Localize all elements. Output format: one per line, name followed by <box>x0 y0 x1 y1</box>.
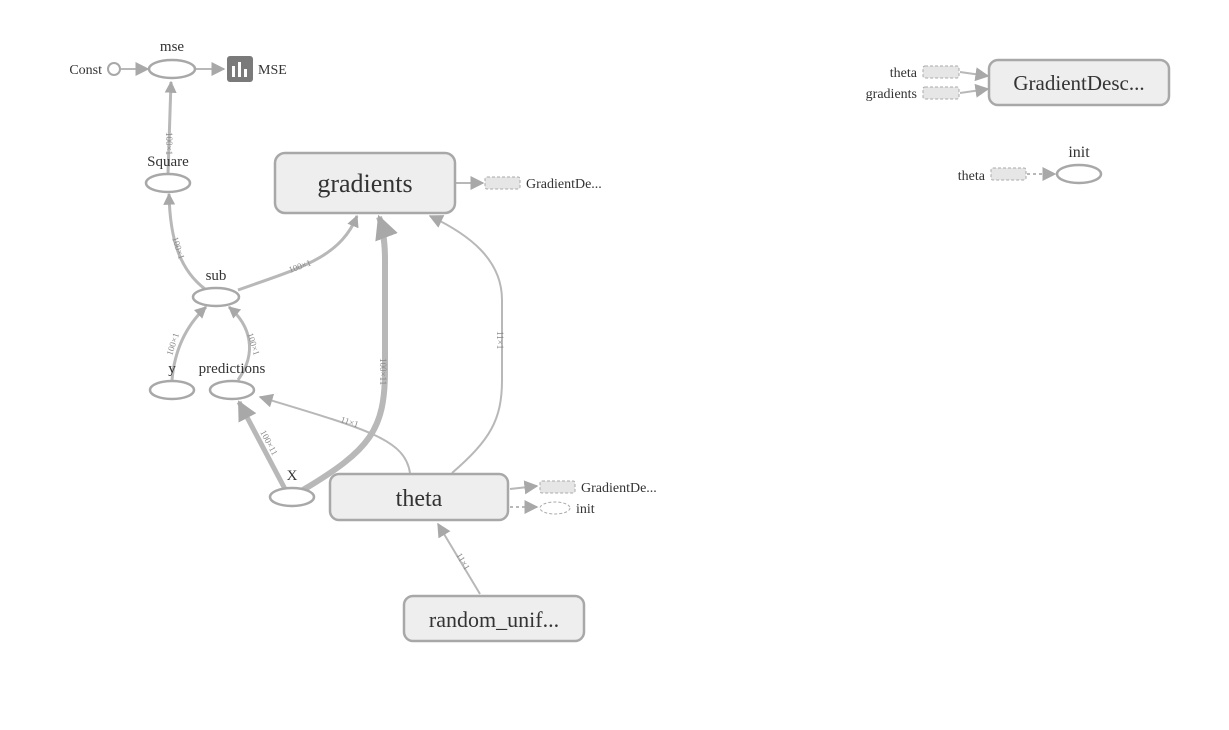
node-mse-label: mse <box>160 39 185 55</box>
node-mse-summary-label: MSE <box>258 63 287 78</box>
node-random-uniform-label: random_unif... <box>429 607 559 632</box>
op-ellipse-icon <box>148 379 196 401</box>
stub-init-theta-label: theta <box>958 169 986 184</box>
edge-y-sub <box>170 305 208 381</box>
metanode-box <box>273 151 457 215</box>
stub-gd-gradients-label: gradients <box>866 87 917 102</box>
stub-gd-gradients[interactable]: gradients <box>866 86 960 102</box>
metanode-box <box>402 594 586 643</box>
node-const[interactable]: Const <box>69 62 121 78</box>
node-square[interactable]: Square <box>144 154 192 194</box>
edge-label-square-mse: 100×1 <box>164 132 174 155</box>
op-ellipse-icon <box>268 486 316 508</box>
edge-label-random-theta: 11×1 <box>454 551 472 572</box>
node-mse-summary[interactable]: MSE <box>227 56 287 82</box>
edge-stub-theta-gd <box>959 67 990 82</box>
edge-label-predictions-sub: 100×1 <box>245 332 262 357</box>
edge-sub-square <box>163 192 206 291</box>
node-sub[interactable]: sub <box>191 268 241 308</box>
stub-ellipse <box>539 501 571 515</box>
stub-theta-gd[interactable]: GradientDe... <box>539 480 657 496</box>
stub-gradients-out-label: GradientDe... <box>526 177 602 192</box>
node-predictions-label: predictions <box>199 361 266 377</box>
node-gradients[interactable]: gradients <box>273 151 457 215</box>
edge-label-theta-gradients: 11×1 <box>495 331 505 349</box>
edge-sub-gradients <box>237 214 359 292</box>
node-x[interactable]: X <box>268 468 316 508</box>
node-const-label: Const <box>69 63 102 78</box>
edge-x-gradients <box>301 214 398 493</box>
op-ellipse-icon <box>147 58 197 80</box>
edge-theta-gradients <box>428 215 503 474</box>
node-gradient-descent-label: GradientDesc... <box>1013 71 1144 95</box>
metanode-box <box>987 58 1171 107</box>
edges <box>121 62 1057 595</box>
node-mse[interactable]: mse <box>147 39 197 80</box>
summary-icon-bar <box>238 62 241 77</box>
op-ellipse-icon <box>144 172 192 194</box>
stub-theta-gd-label: GradientDe... <box>581 481 657 496</box>
node-y-label: y <box>168 361 176 377</box>
edge-theta-gd-stub <box>509 480 539 495</box>
op-ellipse-icon <box>208 379 256 401</box>
node-y[interactable]: y <box>148 361 196 401</box>
summary-icon-bar <box>244 69 247 77</box>
node-x-label: X <box>287 468 298 484</box>
node-gradient-descent[interactable]: GradientDesc... <box>987 58 1171 107</box>
edge-x-predictions <box>236 400 288 491</box>
edge-label-theta-predictions: 11×1 <box>339 414 359 429</box>
edge-label-sub-square: 100×1 <box>170 236 187 261</box>
node-square-label: Square <box>147 154 189 170</box>
stub-theta-init-label: init <box>576 502 595 517</box>
node-sub-label: sub <box>206 268 227 284</box>
edge-stub-gradients-gd <box>959 83 990 98</box>
edge-square-mse <box>164 80 177 175</box>
stub-box <box>922 86 960 100</box>
stub-box <box>990 167 1027 181</box>
stub-gradients-out[interactable]: GradientDe... <box>484 176 602 192</box>
node-random-uniform[interactable]: random_unif... <box>402 594 586 643</box>
edge-label-sub-gradients: 100×1 <box>287 258 312 275</box>
stub-init-theta[interactable]: theta <box>958 167 1027 184</box>
stub-gd-theta-label: theta <box>890 66 918 81</box>
node-predictions[interactable]: predictions <box>199 361 266 401</box>
node-gradients-label: gradients <box>317 169 412 198</box>
edge-theta-predictions <box>258 393 411 474</box>
node-theta-label: theta <box>396 486 443 512</box>
edge-label-x-gradients: 100×11 <box>378 358 388 385</box>
edge-random-theta <box>437 522 481 595</box>
stub-gd-theta[interactable]: theta <box>890 65 960 81</box>
op-ellipse-icon <box>191 286 241 308</box>
node-init[interactable]: init <box>1055 144 1103 185</box>
stub-box <box>922 65 960 79</box>
stub-box <box>539 480 576 494</box>
node-init-label: init <box>1068 144 1090 161</box>
op-ellipse-icon <box>1055 163 1103 185</box>
edge-predictions-sub <box>228 305 252 381</box>
summary-icon-bar <box>232 66 235 77</box>
const-icon <box>107 62 121 76</box>
stub-theta-init[interactable]: init <box>539 501 595 517</box>
node-theta[interactable]: theta <box>328 472 510 522</box>
metanode-box <box>328 472 510 522</box>
stub-box <box>484 176 521 190</box>
